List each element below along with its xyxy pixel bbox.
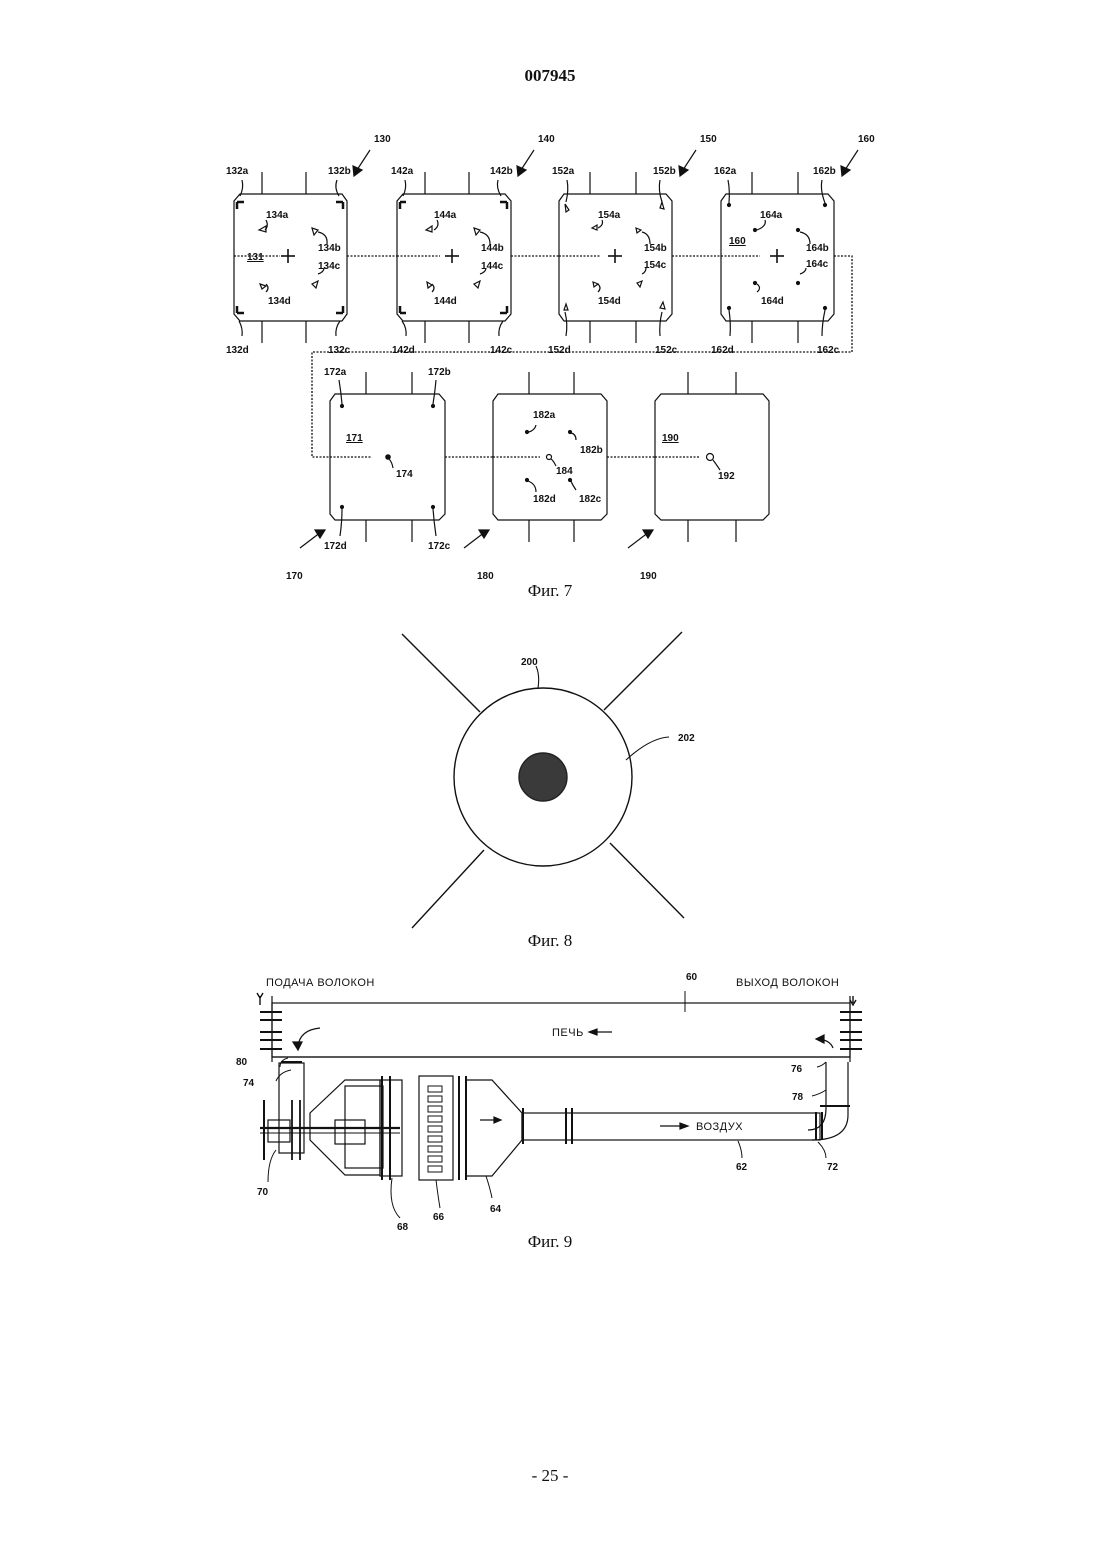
label-fiber-out: ВЫХОД ВОЛОКОН [736, 977, 839, 989]
label-64: 64 [490, 1204, 502, 1215]
figure-9-caption: Фиг. 9 [0, 1232, 1100, 1252]
label-62: 62 [736, 1162, 748, 1173]
page-number: - 25 - [0, 1466, 1100, 1486]
label-70: 70 [257, 1187, 269, 1198]
label-74: 74 [243, 1078, 255, 1089]
figure-9-diagram: ПОДАЧА ВОЛОКОН ВЫХОД ВОЛОКОН ПЕЧЬ ВОЗДУХ… [0, 0, 1100, 1240]
label-80: 80 [236, 1057, 248, 1068]
label-oven: ПЕЧЬ [552, 1027, 584, 1039]
label-78: 78 [792, 1092, 804, 1103]
label-fiber-in: ПОДАЧА ВОЛОКОН [266, 977, 375, 989]
label-66: 66 [433, 1212, 445, 1223]
label-72: 72 [827, 1162, 839, 1173]
label-air: ВОЗДУХ [696, 1121, 743, 1133]
label-76: 76 [791, 1064, 803, 1075]
label-60: 60 [686, 972, 698, 983]
